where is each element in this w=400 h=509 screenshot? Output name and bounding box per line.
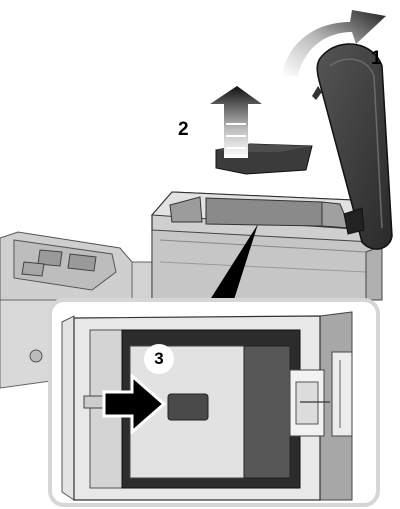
step-2-label: 2 <box>178 119 189 141</box>
detail-inset <box>50 300 378 505</box>
step-1-label: 1 <box>371 48 382 70</box>
center-console <box>152 192 382 300</box>
step-3-label: 3 <box>144 344 174 374</box>
